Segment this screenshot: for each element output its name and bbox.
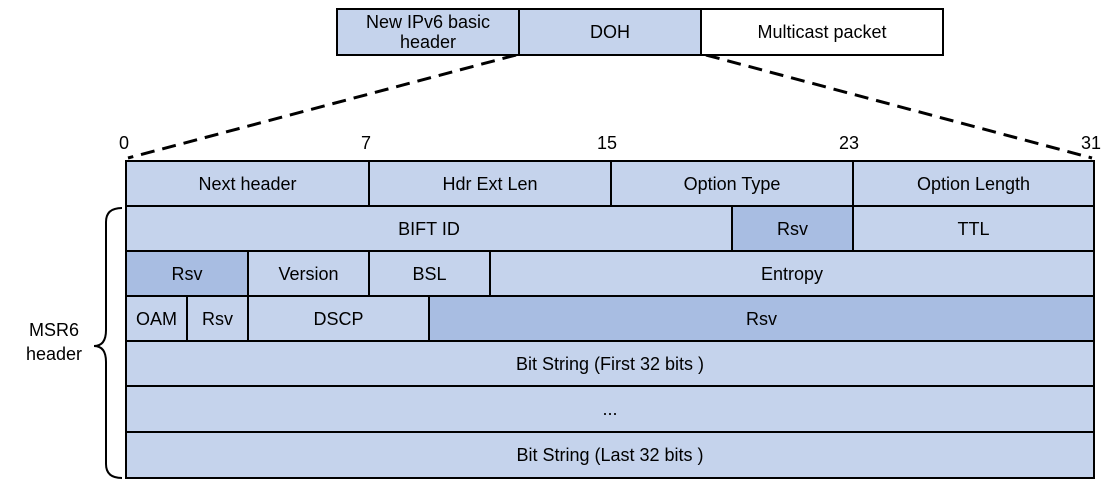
doh-box: DOH [518,8,702,56]
multicast-packet-label: Multicast packet [757,22,887,42]
ttl-label: TTL [957,218,990,239]
msr6-header-label: MSR6 header [22,318,86,366]
rsv-field-row4-large: Rsv [428,295,1095,342]
bit-position-0: 0 [119,133,130,153]
oam-label: OAM [135,308,177,329]
next-header-label: Next header [198,173,297,194]
ellipsis-field: ... [125,385,1095,433]
rsv-field-row4-small: Rsv [186,295,249,342]
rsv-label-row4-small: Rsv [202,308,233,329]
bit-position-15: 15 [597,133,618,153]
multicast-packet-box: Multicast packet [700,8,944,56]
msr6-label-line2: header [25,344,83,364]
rsv-field-row2: Rsv [731,205,854,252]
rsv-label-row3: Rsv [171,263,203,284]
dscp-field: DSCP [247,295,430,342]
bit-position-31: 31 [1081,133,1102,153]
left-dashed-line [127,53,517,160]
option-type-label: Option Type [683,173,781,194]
option-type-field: Option Type [610,160,854,207]
rsv-label-row4-large: Rsv [746,308,777,329]
bsl-label: BSL [412,263,447,284]
msr6-brace [93,207,123,479]
bit-string-last-field: Bit String (Last 32 bits ) [125,431,1095,479]
bit-string-first-field: Bit String (First 32 bits ) [125,340,1095,387]
bit-string-first-label: Bit String (First 32 bits ) [515,353,705,374]
bift-id-field: BIFT ID [125,205,733,252]
hdr-ext-len-field: Hdr Ext Len [368,160,612,207]
bit-string-last-label: Bit String (Last 32 bits ) [516,445,704,465]
doh-label: DOH [590,22,630,42]
next-header-field: Next header [125,160,370,207]
new-ipv6-basic-header-label: New IPv6 basic header [365,12,491,52]
hdr-ext-len-label: Hdr Ext Len [442,173,538,194]
entropy-label: Entropy [760,263,824,284]
option-length-label: Option Length [916,173,1031,194]
ellipsis-label: ... [602,399,618,419]
dscp-label: DSCP [313,308,364,329]
rsv-field-row3: Rsv [125,250,249,297]
bit-position-23: 23 [839,133,860,153]
msr6-label-line1: MSR6 [28,320,79,340]
bsl-field: BSL [368,250,491,297]
right-dashed-line [705,53,1093,160]
ttl-field: TTL [852,205,1095,252]
option-length-field: Option Length [852,160,1095,207]
entropy-field: Entropy [489,250,1095,297]
rsv-label-row2: Rsv [777,218,808,239]
version-label: Version [278,263,339,284]
version-field: Version [247,250,370,297]
bift-id-label: BIFT ID [398,218,460,239]
bit-position-7: 7 [361,133,372,153]
new-ipv6-basic-header-box: New IPv6 basic header [336,8,520,56]
oam-field: OAM [125,295,188,342]
